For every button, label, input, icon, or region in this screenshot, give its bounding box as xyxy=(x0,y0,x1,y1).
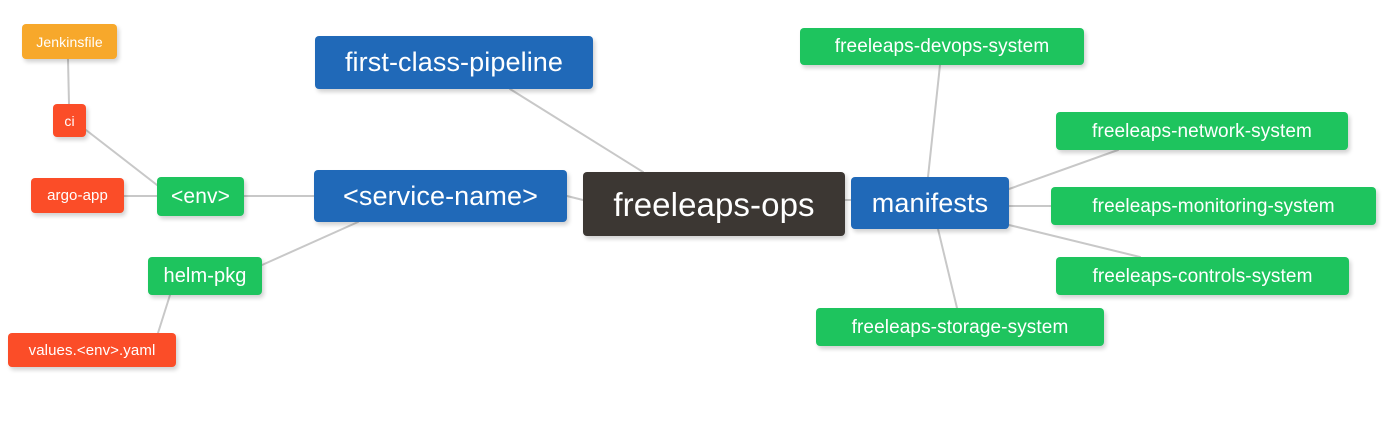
node-service-name[interactable]: <service-name> xyxy=(314,170,567,222)
node-ci[interactable]: ci xyxy=(53,104,86,137)
node-freeleaps-storage-system[interactable]: freeleaps-storage-system xyxy=(816,308,1104,346)
edge-helm-pkg-to-values-yaml xyxy=(157,294,171,334)
node-argo-app[interactable]: argo-app xyxy=(31,178,124,213)
node-freeleaps-controls-system[interactable]: freeleaps-controls-system xyxy=(1056,257,1349,295)
edge-jenkinsfile-to-ci xyxy=(67,58,70,105)
edge-service-name-to-helm-pkg xyxy=(261,221,359,266)
node-helm-pkg[interactable]: helm-pkg xyxy=(148,257,262,295)
node-freeleaps-devops-system[interactable]: freeleaps-devops-system xyxy=(800,28,1084,65)
edge-ci-to-env xyxy=(85,129,158,186)
node-jenkinsfile[interactable]: Jenkinsfile xyxy=(22,24,117,59)
node-freeleaps-ops[interactable]: freeleaps-ops xyxy=(583,172,845,236)
node-env[interactable]: <env> xyxy=(157,177,244,216)
edge-service-name-to-freeleaps-ops xyxy=(566,195,584,201)
node-first-class-pipeline[interactable]: first-class-pipeline xyxy=(315,36,593,89)
edge-manifests-to-freeleaps-devops-system xyxy=(927,64,941,178)
node-manifests[interactable]: manifests xyxy=(851,177,1009,229)
edge-manifests-to-freeleaps-controls-system xyxy=(1008,224,1141,258)
node-values-yaml[interactable]: values.<env>.yaml xyxy=(8,333,176,367)
node-freeleaps-network-system[interactable]: freeleaps-network-system xyxy=(1056,112,1348,150)
node-freeleaps-monitoring-system[interactable]: freeleaps-monitoring-system xyxy=(1051,187,1376,225)
edge-manifests-to-freeleaps-storage-system xyxy=(937,228,958,309)
edge-first-class-pipeline-to-freeleaps-ops xyxy=(509,88,644,173)
edge-manifests-to-freeleaps-network-system xyxy=(1008,149,1119,190)
